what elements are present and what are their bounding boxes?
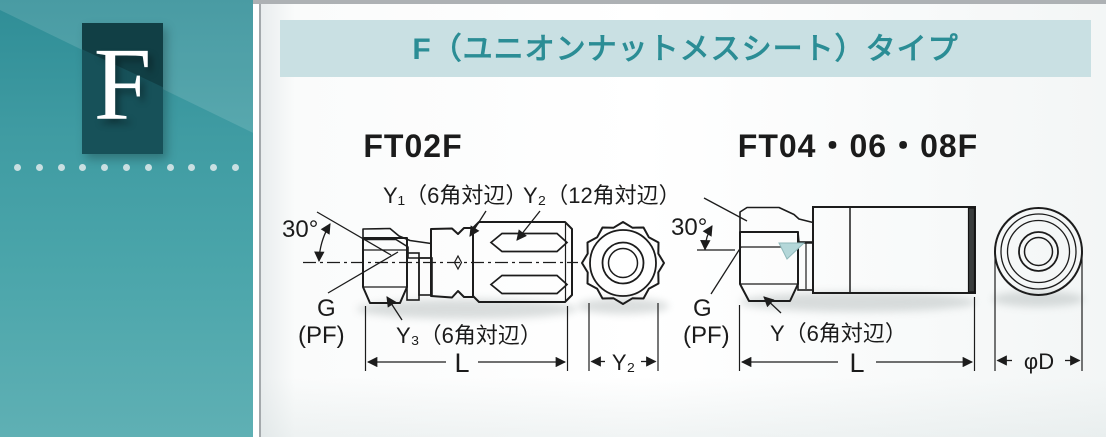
section-letter: F [93, 27, 152, 142]
section-letter-tab: F [82, 23, 163, 154]
section-sidebar: F [0, 0, 253, 437]
type-banner-title: F（ユニオンナットメスシート）タイプ [412, 33, 959, 66]
type-banner: F（ユニオンナットメスシート）タイプ [280, 20, 1091, 77]
page-top-edge [0, 0, 1106, 4]
dot-row [14, 164, 239, 171]
content-panel: F（ユニオンナットメスシート）タイプ [259, 4, 1106, 437]
